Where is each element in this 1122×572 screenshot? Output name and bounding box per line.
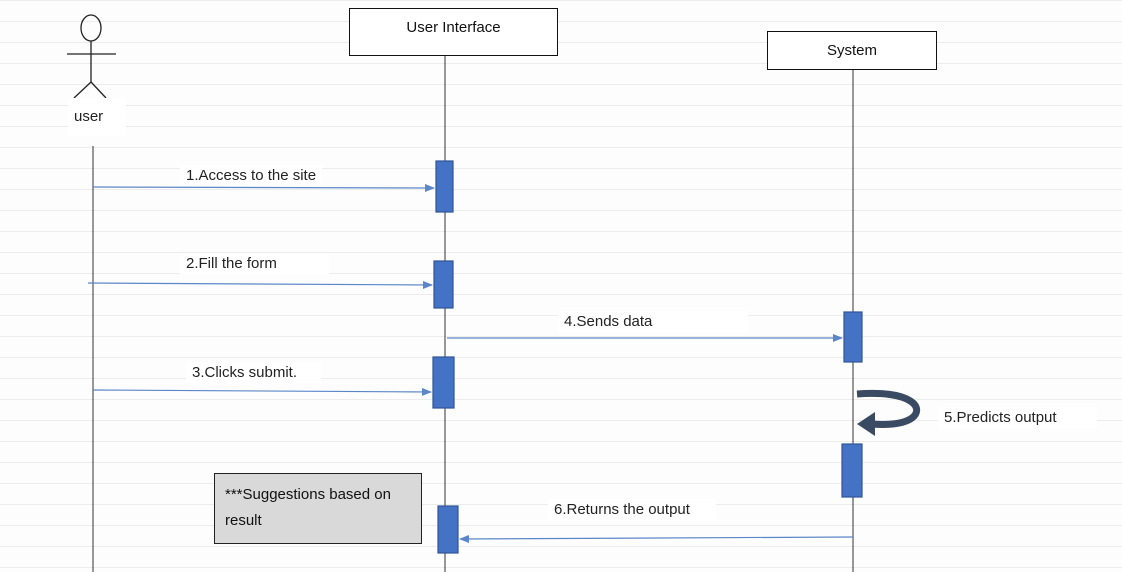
- message-arrow-2: [87, 280, 433, 289]
- self-call-arrow-icon: [856, 389, 921, 436]
- system-activation-1: [843, 311, 863, 363]
- ui-activation-4: [437, 505, 459, 554]
- message-arrow-3: [92, 387, 432, 396]
- message-label-6: 6.Returns the output: [548, 499, 716, 520]
- message-label-4: 4.Sends data: [558, 311, 749, 332]
- message-label-2: 2.Fill the form: [180, 253, 329, 274]
- message-arrow-6: [459, 534, 854, 543]
- system-activation-2: [841, 443, 863, 498]
- suggestions-note: ***Suggestions based on result: [214, 473, 422, 544]
- user-actor-label: user: [68, 98, 126, 136]
- ui-activation-2: [433, 260, 454, 309]
- user-actor-icon: [67, 14, 116, 99]
- message-label-5: 5.Predicts output: [938, 407, 1097, 428]
- system-participant-box: System: [767, 31, 937, 70]
- ui-activation-1: [435, 160, 454, 213]
- ui-participant-box: User Interface: [349, 8, 558, 56]
- message-arrow-1: [92, 183, 435, 192]
- ui-activation-3: [432, 356, 455, 409]
- message-label-3: 3.Clicks submit.: [186, 362, 322, 383]
- message-label-1: 1.Access to the site: [180, 165, 323, 186]
